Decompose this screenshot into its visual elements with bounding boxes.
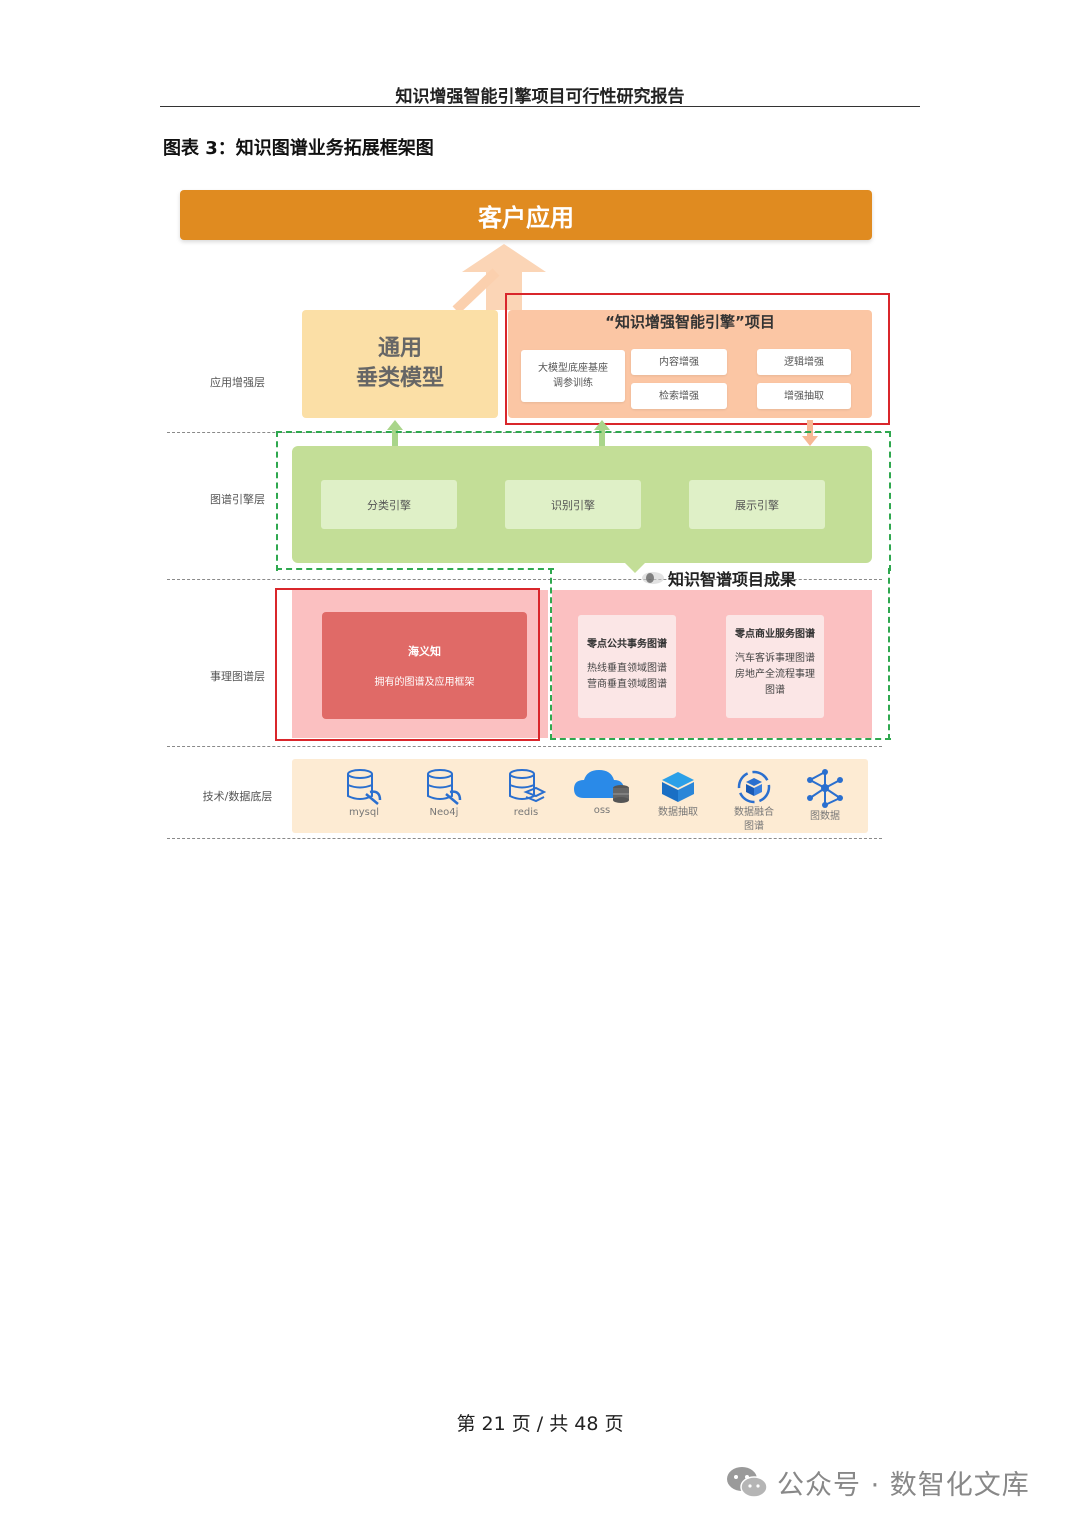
business-service-graph-card: 零点商业服务图谱 汽车客诉事理图谱 房地产全流程事理 图谱 [726,615,824,718]
chip-extraction-enhance: 增强抽取 [757,383,851,409]
chip-base-model-line2: 调参训练 [553,378,593,389]
generic-model-line1: 通用 [377,336,422,361]
chip-retrieval-enhance: 检索增强 [631,383,727,409]
tech-label: Neo4j [429,807,459,818]
wechat-icon [727,1467,768,1498]
engine-layer-frame-bottom [276,568,554,570]
public-card-line1: 热线垂直领域图谱 [587,663,667,674]
tech-label: 数据融合 [734,807,774,818]
haiyizhi-subtitle: 拥有的图谱及应用框架 [374,677,475,688]
recognize-engine: 识别引擎 [505,480,641,529]
tech-label: 数据抽取 [658,807,698,818]
results-frame-left [550,568,552,740]
watermark: 公众号 · 数智化文库 [725,1462,1030,1502]
classify-engine: 分类引擎 [321,480,457,529]
blurred-mark-icon [642,572,664,584]
tech-item-oss: oss [569,768,635,818]
chip-base-model: 大模型底座基座 调参训练 [521,350,625,402]
business-card-line3: 图谱 [765,685,785,696]
cube-icon [662,772,694,802]
tech-label-line2: 图谱 [744,821,764,832]
tech-item-graph-data: 图数据 [792,768,858,824]
layer-label-app: 应用增强层 [210,376,265,389]
graph-network-icon [807,769,843,808]
business-card-line2: 房地产全流程事理 [735,669,815,680]
tech-item-redis: redis [493,768,559,820]
database-icon [347,769,382,805]
display-engine: 展示引擎 [689,480,825,529]
watermark-text: 公众号 · 数智化文库 [777,1469,1030,1501]
figure-caption: 图表 3：知识图谱业务拓展框架图 [163,138,434,159]
generic-vertical-model-box: 通用 垂类模型 [302,310,498,418]
header-rule [160,106,920,107]
down-small-arrow-icon [802,420,818,446]
tech-item-neo4j: Neo4j [411,768,477,820]
separator [167,838,882,839]
result-title: 知识智谱项目成果 [668,570,797,589]
business-card-title: 零点商业服务图谱 [735,629,815,640]
results-frame-right [888,568,890,740]
chip-logic-enhance: 逻辑增强 [757,349,851,375]
up-small-arrow-icon [387,420,403,446]
tech-label: 图数据 [810,811,840,822]
separator [167,579,882,580]
customer-application-banner: 客户应用 [180,190,872,240]
tech-item-data-fusion: 数据融合 图谱 [721,768,787,834]
haiyizhi-highlight-frame [275,588,540,741]
business-card-line1: 汽车客诉事理图谱 [735,653,815,664]
up-small-arrow-icon [594,420,610,446]
chip-content-enhance: 内容增强 [631,349,727,375]
tech-label: redis [513,807,539,818]
layer-label-engine: 图谱引擎层 [210,493,265,506]
tech-label: mysql [349,807,379,818]
engine-layer-frame [276,431,891,571]
layer-label-event: 事理图谱层 [210,670,265,683]
chip-base-model-line1: 大模型底座基座 [538,363,608,374]
fusion-icon [737,770,771,804]
down-pointer-icon [622,560,648,573]
project-title: “知识增强智能引擎”项目 [605,313,775,331]
public-card-title: 零点公共事务图谱 [587,639,667,650]
database-icon [427,769,462,805]
separator [167,746,882,747]
haiyizhi-title: 海义知 [408,645,441,658]
tech-item-mysql: mysql [331,768,397,820]
public-card-line2: 营商垂直领域图谱 [587,679,667,690]
tech-label: oss [593,805,611,816]
project-highlight-frame [505,293,890,425]
up-arrow-icon [452,244,546,312]
haiyizhi-box: 海义知 拥有的图谱及应用框架 [322,612,527,719]
page-number: 第 21 页 / 共 48 页 [456,1413,624,1435]
database-stack-icon [509,769,546,803]
layer-label-tech: 技术/数据底层 [202,790,273,803]
cloud-storage-icon [574,770,629,803]
results-frame-bottom [550,738,891,740]
report-title: 知识增强智能引擎项目可行性研究报告 [395,87,685,107]
generic-model-line2: 垂类模型 [355,366,444,391]
tech-item-data-extraction: 数据抽取 [645,768,711,820]
public-affairs-graph-card: 零点公共事务图谱 热线垂直领域图谱 营商垂直领域图谱 [578,615,676,718]
